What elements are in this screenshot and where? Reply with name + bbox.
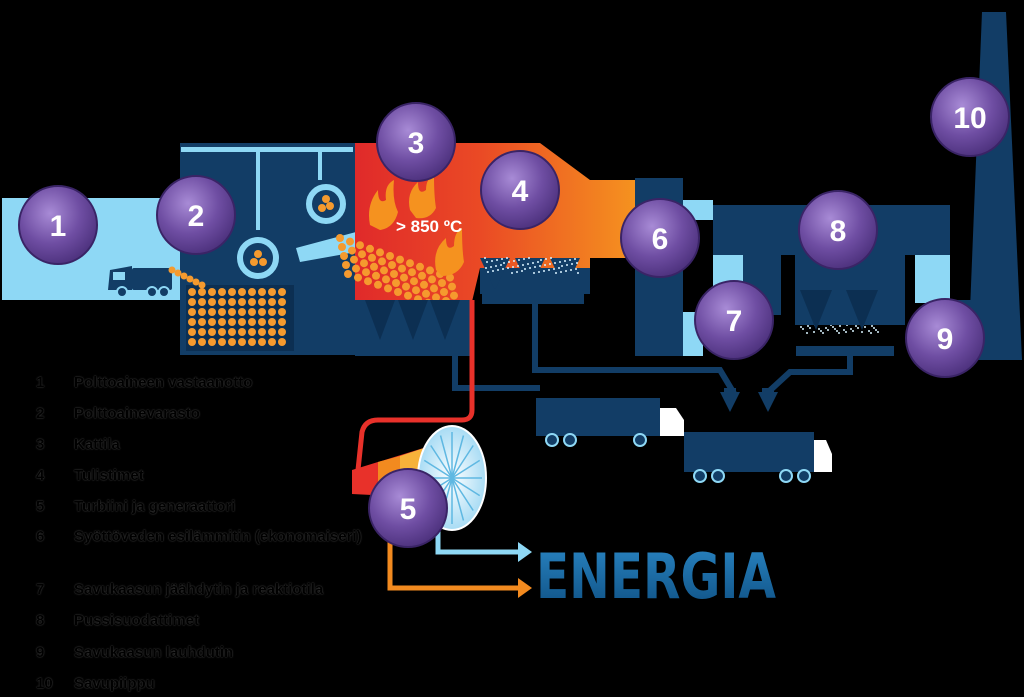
legend-number: 4 xyxy=(36,467,45,484)
badge-number: 9 xyxy=(937,323,954,356)
legend-item: 4 Tulistimet xyxy=(0,467,380,489)
legend-label: Savukaasun lauhdutin xyxy=(74,644,234,661)
legend-label: Polttoainevarasto xyxy=(74,405,200,422)
badge-number: 2 xyxy=(188,200,205,233)
legend-item: 6 Syöttöveden esilämmitin (ekonomaiseri) xyxy=(0,528,380,550)
energy-arrows xyxy=(387,530,522,591)
temperature-label: > 850 ºC xyxy=(396,217,462,236)
steam-pipe xyxy=(355,300,475,471)
legend-item: 1 Polttoaineen vastaanotto xyxy=(0,374,380,396)
flames xyxy=(369,176,464,276)
badge-3: 3 xyxy=(376,102,456,182)
legend-number: 5 xyxy=(36,498,45,515)
fuel-pile xyxy=(168,266,286,346)
legend-item: 7 Savukaasun jäähdytin ja reaktiotila xyxy=(0,581,380,603)
arrow-head-blue xyxy=(518,542,532,562)
badge-1: 1 xyxy=(18,185,98,265)
badge-number: 6 xyxy=(652,223,669,256)
badge-5: 5 xyxy=(368,468,448,548)
legend-label: Pussisuodattimet xyxy=(74,612,200,629)
badge-8: 8 xyxy=(798,190,878,270)
ash-conveyors xyxy=(452,304,853,398)
badge-number: 8 xyxy=(830,215,847,248)
legend-number: 8 xyxy=(36,612,45,629)
arrow-head-orange xyxy=(518,578,532,598)
badge-9: 9 xyxy=(905,298,985,378)
boiler-ash-hoppers xyxy=(365,300,460,340)
badge-number: 7 xyxy=(726,305,743,338)
legend-label: Savupiippu xyxy=(74,675,155,692)
badge-number: 1 xyxy=(50,210,67,243)
legend-number: 9 xyxy=(36,644,45,661)
energy-label: ENERGIA xyxy=(536,540,776,613)
legend-item: 5 Turbiini ja generaattori xyxy=(0,498,380,520)
ash-truck-2 xyxy=(684,432,832,483)
badge-number: 3 xyxy=(408,127,425,160)
badge-6: 6 xyxy=(620,198,700,278)
badge-7: 7 xyxy=(694,280,774,360)
legend-label: Kattila xyxy=(74,436,120,453)
badge-2: 2 xyxy=(156,175,236,255)
legend-number: 7 xyxy=(36,581,45,598)
chimney xyxy=(968,12,1022,360)
legend-number: 3 xyxy=(36,436,45,453)
legend-item: 3 Kattila xyxy=(0,436,380,458)
legend-item: 2 Polttoainevarasto xyxy=(0,405,380,427)
superheater-hoppers xyxy=(480,258,580,290)
filter-hoppers xyxy=(800,290,878,330)
legend-label: Savukaasun jäähdytin ja reaktiotila xyxy=(74,581,324,598)
crane-grab-right xyxy=(306,150,346,224)
badge-4: 4 xyxy=(480,150,560,230)
badge-number: 4 xyxy=(512,175,529,208)
badge-number: 5 xyxy=(400,493,417,526)
badge-number: 10 xyxy=(953,102,986,135)
legend-number: 10 xyxy=(36,675,53,692)
crane-grab-left xyxy=(237,150,279,279)
legend-item: 8 Pussisuodattimet xyxy=(0,612,380,634)
legend-number: 2 xyxy=(36,405,45,422)
legend-number: 1 xyxy=(36,374,45,391)
boiler xyxy=(355,143,635,310)
badge-10: 10 xyxy=(930,77,1010,157)
delivery-truck xyxy=(108,266,172,298)
legend-label: Tulistimet xyxy=(74,467,144,484)
legend-item: 10 Savupiippu xyxy=(0,675,380,697)
ash-truck-1 xyxy=(536,398,684,447)
legend-label: Syöttöveden esilämmitin (ekonomaiseri) xyxy=(74,528,362,545)
legend-label: Turbiini ja generaattori xyxy=(74,498,236,515)
number-badges: 1 2 3 4 5 6 7 8 9 10 xyxy=(18,77,1010,548)
legend-label: Polttoaineen vastaanotto xyxy=(74,374,253,391)
legend-item: 9 Savukaasun lauhdutin xyxy=(0,644,380,666)
legend-number: 6 xyxy=(36,528,45,545)
